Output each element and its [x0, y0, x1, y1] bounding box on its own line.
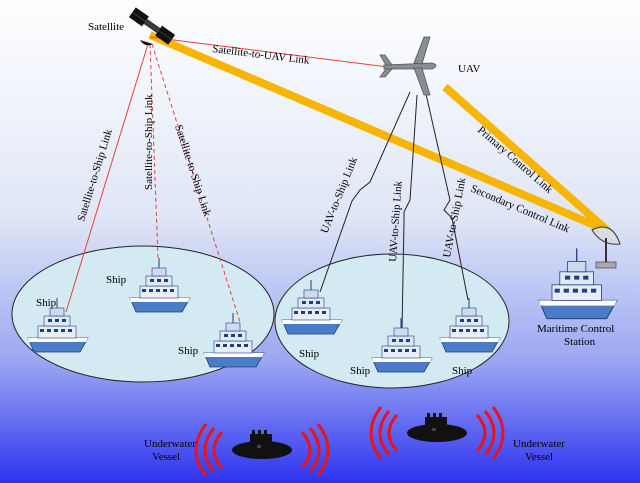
station-label-line2: Station — [564, 336, 596, 348]
maritime-control-station-icon — [538, 226, 621, 320]
ship-label-6: Ship — [452, 365, 473, 377]
primary-control-link — [442, 84, 611, 234]
uav-coverage-area — [274, 253, 510, 389]
uav-ship-link-2 — [401, 94, 418, 331]
ship-label-1: Ship — [36, 297, 57, 309]
satellite-label: Satellite — [88, 21, 124, 33]
satellite-to-uav-link — [149, 36, 389, 68]
underwater-vessel-icon-right — [369, 406, 505, 460]
underwater-label-left-line1: Underwater — [144, 438, 196, 450]
satellite-icon — [128, 7, 176, 46]
sat-ship-link-1 — [65, 43, 149, 313]
uav-ship-link-label-2: UAV-to-Ship Link — [387, 180, 405, 262]
ship-label-3: Ship — [178, 345, 199, 357]
secondary-control-link — [148, 31, 610, 235]
ship-label-5: Ship — [350, 365, 371, 377]
uav-label: UAV — [458, 63, 480, 75]
underwater-vessel-icon-left — [194, 423, 330, 477]
ship-label-2: Ship — [106, 274, 127, 286]
uav-icon — [379, 36, 437, 96]
sat-ship-link-2 — [149, 43, 159, 259]
uav-ship-link-3 — [425, 93, 469, 301]
underwater-label-right-line1: Underwater — [513, 438, 565, 450]
sat-ship-link-label-2: Satellite-to-Ship Link — [143, 94, 155, 190]
underwater-label-right-line2: Vessel — [525, 451, 553, 463]
uav-ship-link-1 — [319, 91, 411, 293]
station-label-line1: Maritime Control — [537, 323, 614, 335]
ship-label-4: Ship — [299, 348, 320, 360]
underwater-label-left-line2: Vessel — [152, 451, 180, 463]
